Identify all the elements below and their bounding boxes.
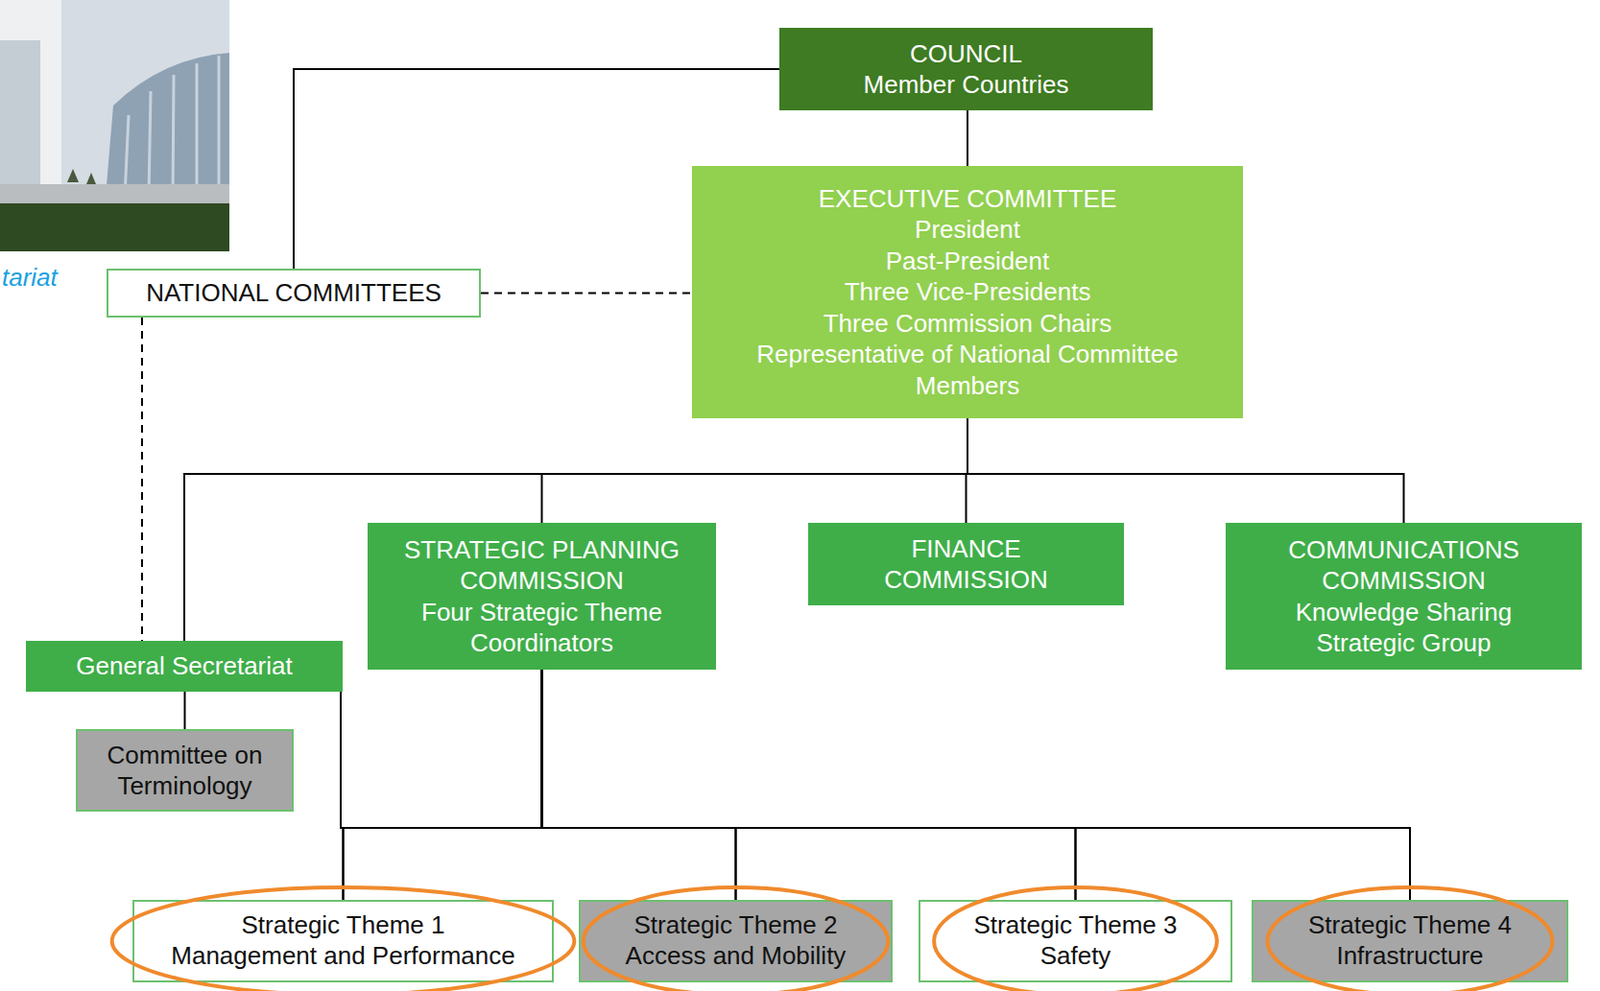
box-text: Representative of National Committee Mem… [711,338,1224,402]
box-title: FINANCE COMMISSION [831,533,1101,597]
box-title: Strategic Theme 2 [634,910,838,942]
box-text: President [914,214,1021,246]
highlight-ellipse [112,887,575,991]
box-text: Four Strategic Theme Coordinators [377,597,707,660]
connector [967,418,1405,524]
highlight-ellipse [933,887,1218,991]
committee-box: EXECUTIVE COMMITTEEPresidentPast-Preside… [692,166,1243,419]
box-text: Infrastructure [1336,941,1483,973]
dashed-connector [141,317,144,642]
photo-caption-holder: tariat [1,262,58,293]
box-text: Three Commission Chairs [823,308,1113,340]
box-title: STRATEGIC PLANNING COMMISSION [377,534,707,598]
box-text: Three Vice-Presidents [844,276,1092,309]
connector [343,669,543,901]
photo-caption: tariat [1,262,58,292]
photo-sky [0,0,230,252]
plaza [0,184,230,206]
connector [542,669,1411,901]
connector [542,418,969,524]
hall-roof [105,52,230,197]
secretariat-box: General Secretariat [25,641,343,693]
theme-box: Strategic Theme 3Safety [918,900,1233,983]
box-title: Strategic Theme 4 [1308,910,1512,942]
council-box: COUNCILMember Countries [779,27,1153,111]
dashed-connector [480,292,693,295]
connector [340,692,1076,901]
connector [542,669,1076,901]
box-title: Strategic Theme 3 [974,910,1178,942]
connector [542,669,737,901]
box-text: Knowledge Sharing Strategic Group [1244,597,1563,660]
committee-box: Committee on Terminology [75,729,294,812]
box-title: Strategic Theme 1 [241,910,446,942]
box-title: COMMUNICATIONS COMMISSION [1244,534,1563,598]
box-title: EXECUTIVE COMMITTEE [818,183,1118,215]
photo-illustration [0,0,230,252]
connector [966,110,969,167]
highlight-ellipse [1267,887,1553,991]
committee-box: NATIONAL COMMITTEES [106,268,481,318]
commission-box: STRATEGIC PLANNING COMMISSIONFour Strate… [367,523,717,670]
theme-box: Strategic Theme 1Management and Performa… [132,900,554,983]
theme-box: Strategic Theme 4Infrastructure [1251,900,1569,983]
box-text: Access and Mobility [625,941,847,973]
commission-box: FINANCE COMMISSION [808,523,1124,606]
box-text: Past-President [885,245,1051,278]
box-title: General Secretariat [75,650,292,683]
connector [184,692,187,730]
hall-ribs [124,55,219,197]
box-text: Member Countries [863,69,1070,101]
box-text: Management and Performance [170,941,515,973]
box-title: NATIONAL COMMITTEES [145,277,442,310]
theme-box: Strategic Theme 2Access and Mobility [578,900,893,983]
box-text: Safety [1040,941,1112,973]
arch-frame [0,0,62,204]
connector [340,692,737,901]
trees [67,168,96,185]
box-title: Committee on Terminology [87,740,283,803]
arch-opening [0,40,41,204]
highlight-ellipse [583,887,889,991]
lawn [0,203,230,252]
connector [340,692,1410,901]
box-title: COUNCIL [909,38,1023,71]
commission-box: COMMUNICATIONS COMMISSIONKnowledge Shari… [1225,523,1582,670]
